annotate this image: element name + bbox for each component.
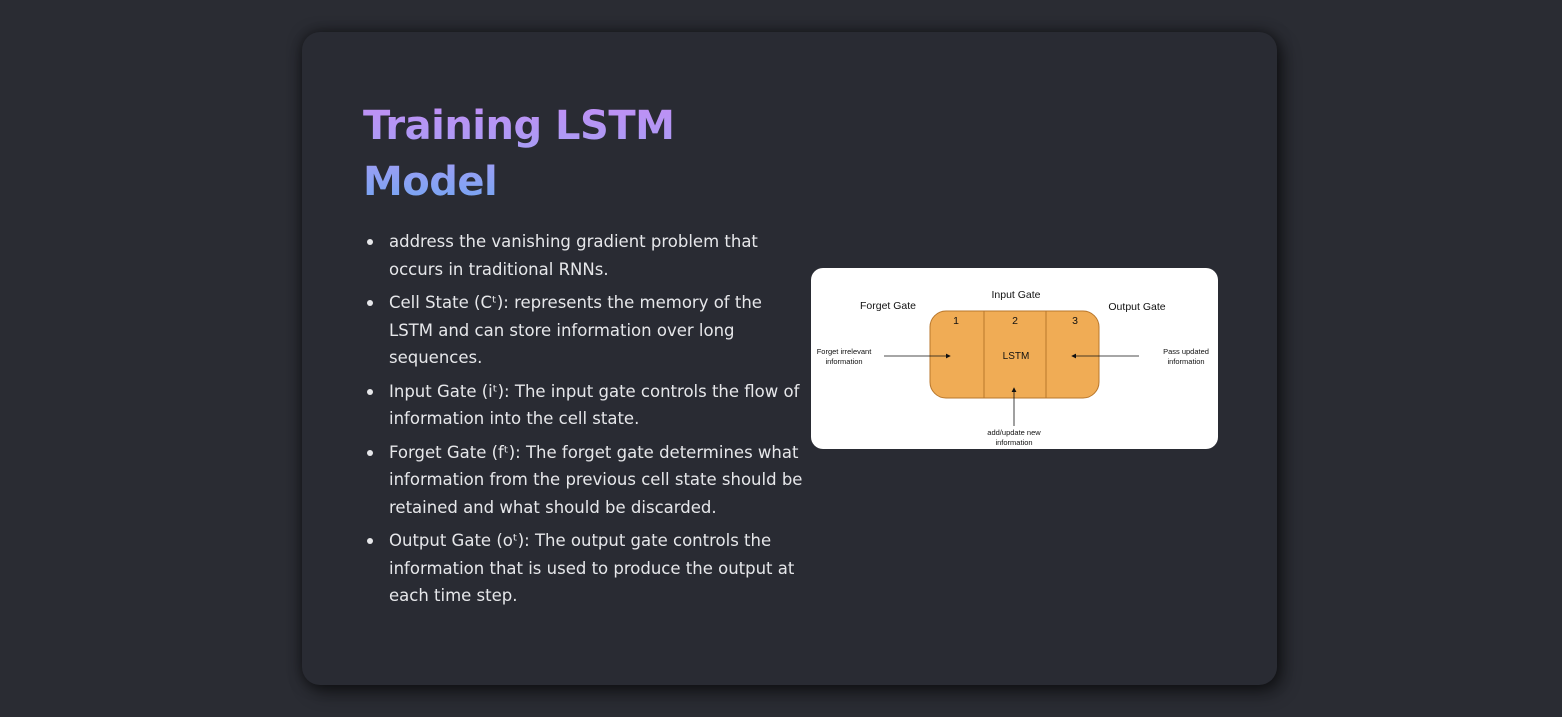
title-line-1: Training LSTM [363, 103, 675, 149]
bullet-item: Cell State (Cᵗ): represents the memory o… [367, 289, 809, 372]
lstm-center-label: LSTM [1003, 351, 1030, 362]
right-note-line-1: Pass updated [1163, 347, 1209, 356]
slide-card: Training LSTM Model address the vanishin… [302, 32, 1277, 685]
cell-number-1: 1 [953, 315, 959, 327]
right-note-line-2: information [1167, 357, 1204, 366]
bullet-list: address the vanishing gradient problem t… [363, 228, 809, 616]
left-note-line-2: information [825, 357, 862, 366]
left-note-line-1: Forget irrelevant [817, 347, 873, 356]
bullet-item: Input Gate (iᵗ): The input gate controls… [367, 378, 809, 433]
title-line-2: Model [363, 159, 498, 205]
lstm-box [929, 310, 1100, 399]
cell-number-2: 2 [1012, 315, 1018, 327]
bullet-item: Output Gate (oᵗ): The output gate contro… [367, 527, 809, 610]
bottom-note-line-1: add/update new [987, 428, 1041, 437]
cell-number-3: 3 [1072, 315, 1078, 327]
input-gate-label: Input Gate [991, 289, 1040, 301]
output-gate-label: Output Gate [1108, 301, 1165, 313]
lstm-diagram-svg: Input Gate Forget Gate Output Gate 1 2 3… [817, 289, 1209, 447]
bottom-note-line-2: information [995, 438, 1032, 447]
slide-title: Training LSTM Model [363, 98, 723, 210]
lstm-diagram: Input Gate Forget Gate Output Gate 1 2 3… [811, 268, 1218, 449]
bullet-item: address the vanishing gradient problem t… [367, 228, 809, 283]
forget-gate-label: Forget Gate [860, 300, 916, 312]
bullet-item: Forget Gate (fᵗ): The forget gate determ… [367, 439, 809, 522]
